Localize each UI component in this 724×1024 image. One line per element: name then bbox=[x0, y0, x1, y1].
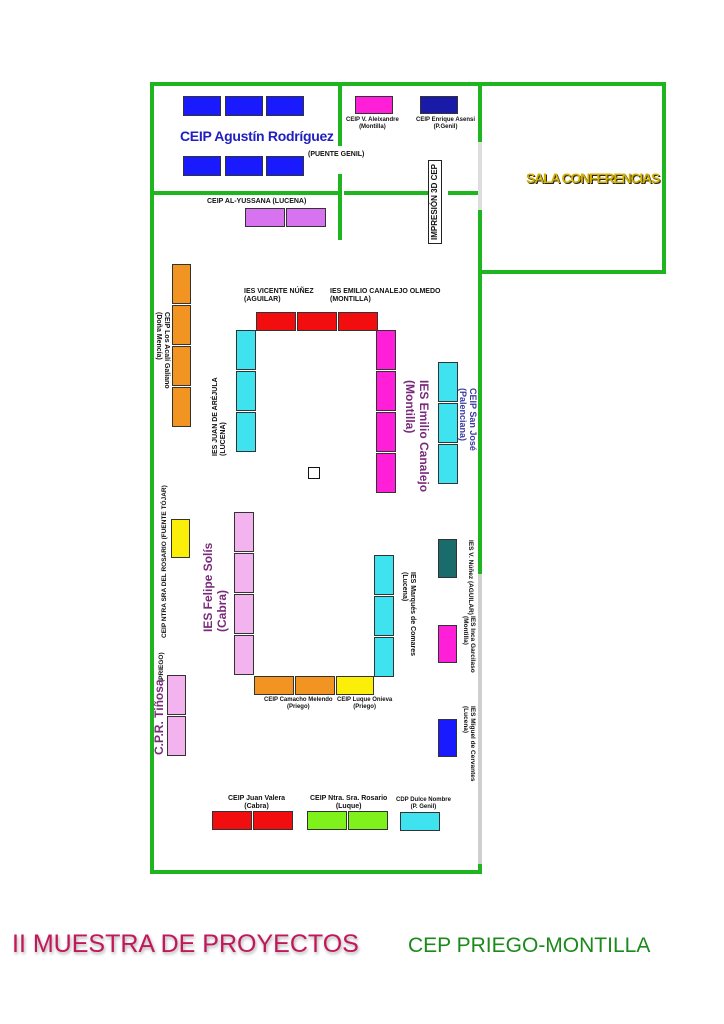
table-al-yussana-1 bbox=[245, 208, 285, 227]
table-rosario-luque-2 bbox=[348, 811, 388, 830]
label-v-nunez-side: IES V. Núñez (AGUILAR) bbox=[467, 540, 474, 615]
label-impresion: IMPRESIÓN 3D CEP bbox=[430, 163, 439, 240]
footer-org: CEP PRIEGO-MONTILLA bbox=[408, 934, 651, 957]
label-dulce-nombre: CDP Dulce Nombre (P. Genil) bbox=[396, 797, 451, 810]
table-san-jose-2 bbox=[438, 403, 458, 443]
table-rosario-fuente bbox=[171, 519, 190, 558]
table-san-jose-1 bbox=[438, 362, 458, 402]
table-comares-1 bbox=[374, 555, 394, 595]
table-camacho-2 bbox=[295, 676, 335, 695]
table-solis-1 bbox=[234, 512, 254, 552]
table-canalejo-3 bbox=[376, 412, 396, 452]
center-square bbox=[308, 467, 320, 479]
label-juan-valera: CEIP Juan Valera (Cabra) bbox=[228, 795, 286, 811]
label-rosario-fuente: CEIP NTRA SRA DEL ROSARIO (FUENTE TÓJAR) bbox=[161, 485, 168, 638]
table-arejula-1 bbox=[236, 330, 256, 370]
table-tinosa-2 bbox=[167, 716, 186, 756]
label-comares: IES Marqués de Comares (Lucena) bbox=[400, 572, 416, 657]
label-san-jose: CEIP San José (Palenciana) bbox=[457, 388, 478, 451]
door-sala bbox=[478, 142, 482, 210]
wall-room-divider bbox=[150, 191, 342, 195]
label-sala: SALA CONFERENCIAS bbox=[526, 170, 660, 186]
table-valera-2 bbox=[253, 811, 293, 830]
label-vicente-nunez: IES VICENTE NÚÑEZ (AGUILAR) bbox=[244, 288, 314, 304]
label-tinosa: C.P.R. Tiñosa bbox=[152, 679, 166, 755]
wall-sala-left bbox=[478, 82, 482, 142]
table-luque-onieva bbox=[336, 676, 374, 695]
impresion-box bbox=[428, 160, 442, 244]
table-v-nunez-side bbox=[438, 539, 457, 578]
table-canalejo-4 bbox=[376, 453, 396, 493]
table-san-jose-3 bbox=[438, 444, 458, 484]
label-camacho: CEIP Camacho Melendo (Priego) bbox=[264, 697, 333, 710]
table-agustin-4 bbox=[183, 156, 221, 176]
label-tinosa-priego: (PRIEGO) bbox=[158, 652, 165, 682]
table-inca-garcilaso bbox=[438, 625, 457, 663]
table-acali-2 bbox=[172, 305, 191, 345]
wall-sala-right bbox=[662, 82, 666, 274]
label-felipe-solis: IES Felipe Solís (Cabra) bbox=[201, 542, 229, 632]
table-agustin-3 bbox=[266, 96, 304, 116]
table-red-top-1 bbox=[256, 312, 296, 331]
label-puente-genil-top: (PUENTE GENIL) bbox=[308, 151, 365, 158]
table-canalejo-2 bbox=[376, 371, 396, 411]
footer-title: II MUESTRA DE PROYECTOS bbox=[12, 930, 359, 958]
label-aleixandre: CEIP V. Aleixandre (Montilla) bbox=[346, 117, 399, 130]
table-arejula-2 bbox=[236, 371, 256, 411]
table-camacho-1 bbox=[254, 676, 294, 695]
table-acali-3 bbox=[172, 346, 191, 386]
wall-sala-left-lower bbox=[478, 210, 482, 274]
label-canalejo-side: IES Emilio Canalejo (Montilla) bbox=[403, 380, 431, 493]
table-agustin-1 bbox=[183, 96, 221, 116]
table-al-yussana-2 bbox=[286, 208, 326, 227]
table-cervantes bbox=[438, 719, 457, 757]
door-right bbox=[478, 574, 482, 864]
label-arejula: IES JUAN DE ARÉJULA (LUCENA) bbox=[212, 377, 228, 456]
wall-top bbox=[150, 82, 666, 86]
wall-bottom bbox=[150, 870, 482, 874]
table-asensi bbox=[420, 96, 458, 114]
table-agustin-2 bbox=[225, 96, 263, 116]
label-asensi: CEIP Enrique Asensi (P.Genil) bbox=[416, 117, 476, 130]
label-emilio-canalejo-top: IES EMILIO CANALEJO OLMEDO (MONTILLA) bbox=[330, 288, 441, 304]
wall-corridor-divider bbox=[344, 191, 442, 195]
label-rosario-luque: CEIP Ntra. Sra. Rosario (Luque) bbox=[310, 795, 388, 811]
label-acali: CEIP Los Acalí Galiano (Doña Mencía) bbox=[154, 312, 170, 389]
table-agustin-6 bbox=[266, 156, 304, 176]
wall-room-right-bottom bbox=[338, 174, 342, 240]
table-solis-2 bbox=[234, 553, 254, 593]
table-red-top-2 bbox=[297, 312, 337, 331]
label-inca-garcilaso: IES Inca Garcilaso (Montilla) bbox=[461, 616, 476, 673]
label-cervantes: IES Miguel de Cervantes (Lucena) bbox=[461, 706, 476, 782]
table-solis-3 bbox=[234, 594, 254, 634]
wall-room-right-top bbox=[338, 82, 342, 146]
wall-corridor-divider-b bbox=[448, 191, 478, 195]
wall-sala-bottom bbox=[478, 270, 666, 274]
wall-right-main bbox=[478, 270, 482, 874]
wall-left bbox=[150, 82, 154, 874]
table-acali-1 bbox=[172, 264, 191, 304]
table-solis-4 bbox=[234, 635, 254, 675]
table-aleixandre bbox=[355, 96, 393, 114]
label-agustin: CEIP Agustín Rodríguez bbox=[180, 128, 334, 144]
label-al-yussana: CEIP AL-YUSSANA (LUCENA) bbox=[207, 198, 307, 205]
table-comares-3 bbox=[374, 637, 394, 677]
label-luque-onieva: CEIP Luque Onieva (Priego) bbox=[337, 697, 393, 710]
table-arejula-3 bbox=[236, 412, 256, 452]
table-red-top-3 bbox=[338, 312, 378, 331]
table-agustin-5 bbox=[225, 156, 263, 176]
table-tinosa-1 bbox=[167, 675, 186, 715]
table-canalejo-1 bbox=[376, 330, 396, 370]
table-acali-4 bbox=[172, 387, 191, 427]
table-valera-1 bbox=[212, 811, 252, 830]
table-dulce-nombre bbox=[400, 812, 440, 831]
table-rosario-luque-1 bbox=[307, 811, 347, 830]
table-comares-2 bbox=[374, 596, 394, 636]
